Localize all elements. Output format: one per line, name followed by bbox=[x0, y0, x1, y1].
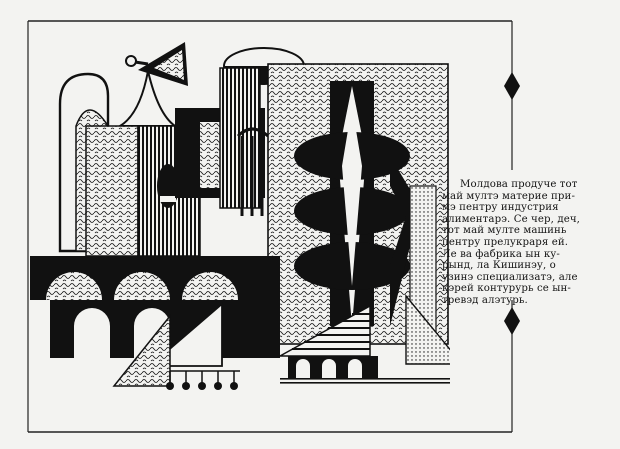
diamond-marker-top bbox=[504, 72, 520, 100]
caption-line: май мултэ материе при- bbox=[442, 190, 575, 202]
factory-illustration bbox=[30, 42, 450, 390]
peg-row bbox=[166, 370, 240, 390]
caption-line: Ле ва фабрика ын ку- bbox=[442, 248, 560, 260]
caption-line: Молдова продуче тот bbox=[460, 179, 578, 190]
staircase bbox=[277, 304, 371, 357]
fork-shape bbox=[236, 127, 269, 216]
caption-paragraph: Молдова продуче тот май мултэ материе пр… bbox=[442, 179, 602, 307]
caption-line: кэрей контурурь се ын- bbox=[442, 283, 571, 295]
caption-line: тот май мулте машинь bbox=[442, 225, 567, 237]
caption-line: узинэ специализатэ, але bbox=[442, 271, 578, 283]
dome-shape bbox=[116, 70, 179, 127]
caption-line: тревэд алэтурь. bbox=[442, 294, 528, 306]
caption-line: пентру прелукраря ей. bbox=[442, 236, 569, 248]
caption-line: рынд, ла Кишинэу, о bbox=[442, 260, 556, 272]
caption-line: мэ пентру индустрия bbox=[442, 202, 559, 214]
caption-line: алиментарэ. Се чер, деч, bbox=[442, 213, 580, 225]
diamond-marker-bottom bbox=[504, 307, 520, 335]
horn-shape bbox=[125, 42, 188, 86]
